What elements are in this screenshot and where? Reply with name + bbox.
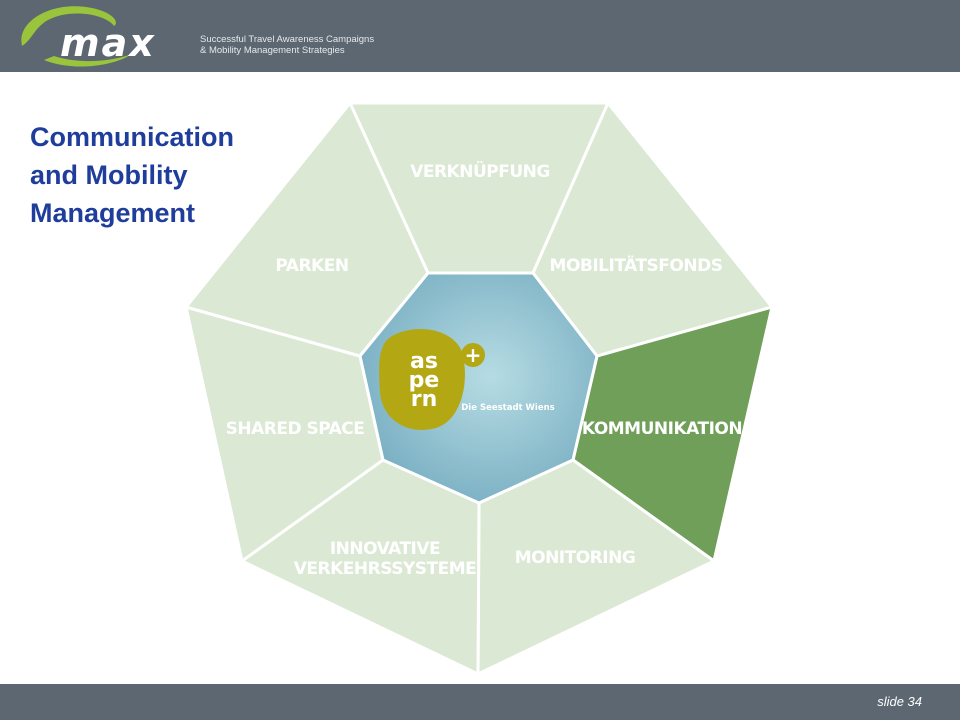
labels-layer: VERKNÜPFUNG MOBILITÄTSFONDS KOMMUNIKATION M…: [226, 160, 743, 579]
title-line-1: Communication: [30, 122, 235, 152]
max-logo: max: [21, 6, 156, 67]
segments-layer: [184, 101, 774, 676]
logo-text: max: [60, 21, 156, 65]
tagline: Successful Travel Awareness Campaigns & …: [200, 34, 374, 56]
segment-label-parken: PARKEN: [275, 256, 348, 276]
segment-label-mobilitaetsfonds: MOBILITÄTSFONDS: [550, 254, 723, 276]
tagline-line-1: Successful Travel Awareness Campaigns: [200, 34, 375, 45]
slide-title: Communication and Mobility Management: [30, 118, 290, 232]
plus-symbol: +: [465, 343, 482, 367]
segment-label-shared-space: SHARED SPACE: [226, 419, 365, 439]
segment-label-kommunikation: KOMMUNIKATION: [582, 419, 742, 439]
title-line-3: Management: [30, 198, 196, 228]
title-line-2: and Mobility: [30, 160, 188, 190]
center-subtitle: Die Seestadt Wiens: [461, 403, 554, 413]
slide-number: slide 34: [877, 694, 922, 709]
aspern-logo-shape: [379, 329, 465, 431]
tagline-line-2: & Mobility Management Strategies: [200, 45, 345, 56]
plus-icon: [461, 343, 485, 367]
segment-label-verknuepfung: VERKNÜPFUNG: [410, 160, 550, 182]
header-bar: max Successful Travel Awareness Campaign…: [0, 0, 960, 72]
footer-bar: slide 34: [0, 684, 960, 720]
segment-label-monitoring: MONITORING: [515, 548, 636, 568]
